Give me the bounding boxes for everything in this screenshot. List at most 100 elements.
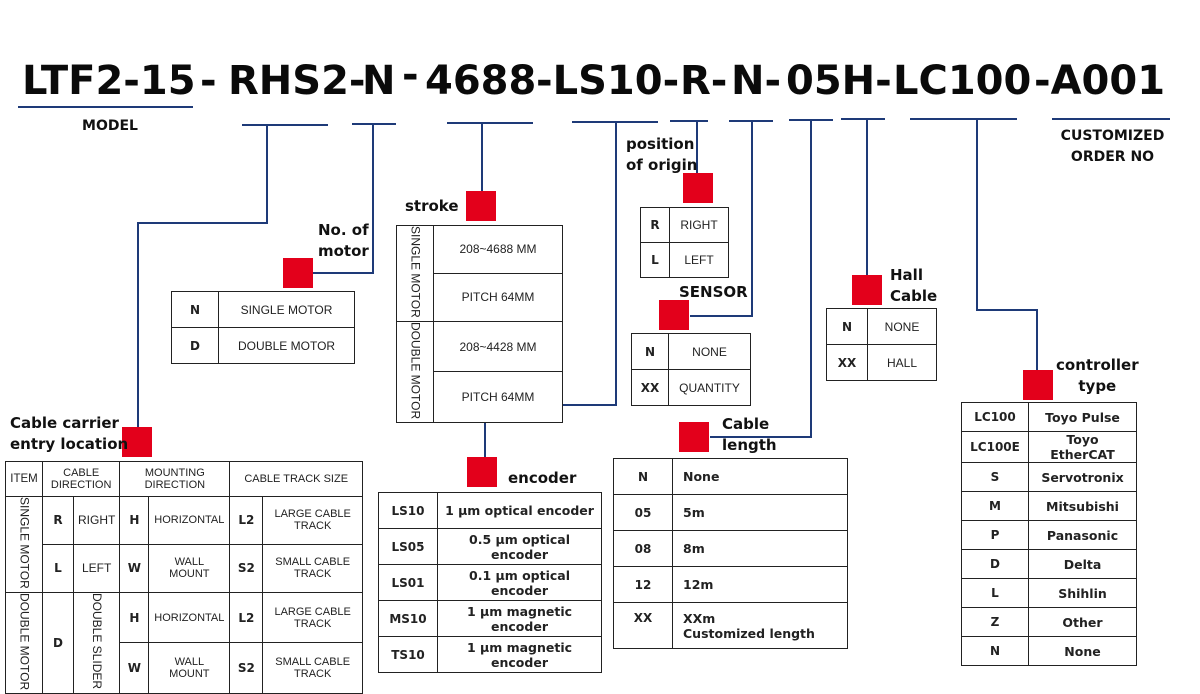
code-model: LTF2-15	[22, 58, 196, 104]
table-row: LS05 0.5 µm optical encoder	[378, 528, 602, 565]
code-stroke: 4688	[425, 58, 537, 104]
controller-desc: None	[1028, 636, 1137, 666]
customized-caption-line2: ORDER NO	[1070, 149, 1155, 165]
table-row: N None	[961, 636, 1137, 666]
table-row: P Panasonic	[961, 520, 1137, 550]
connector-line	[976, 309, 1038, 311]
stroke-group-label: SINGLE MOTOR	[396, 225, 434, 322]
cable-length-code: 12	[613, 566, 673, 603]
origin-code: L	[640, 242, 670, 278]
motor-desc: SINGLE MOTOR	[218, 291, 355, 328]
label-cable-length: Cable length	[722, 414, 777, 456]
mount-code: W	[119, 642, 150, 694]
stroke-range: 208~4688 MM	[433, 225, 563, 274]
origin-desc: LEFT	[669, 242, 729, 278]
motor-code: D	[171, 327, 219, 364]
hall-code: XX	[826, 344, 868, 381]
table-row: PITCH 64MM	[397, 272, 563, 322]
size-desc: SMALL CABLE TRACK	[262, 642, 363, 694]
controller-code: S	[961, 462, 1029, 492]
marker-no-of-motor	[283, 258, 313, 288]
hall-desc: HALL	[867, 344, 937, 381]
mount-code: H	[119, 591, 150, 644]
encoder-code: TS10	[378, 636, 438, 673]
cable-carrier-table: ITEM CABLE DIRECTION MOUNTING DIRECTION …	[5, 461, 363, 694]
stroke-pitch: PITCH 64MM	[433, 272, 563, 322]
connector-line	[841, 118, 885, 120]
origin-code: R	[640, 207, 670, 243]
dir-code: D	[42, 591, 74, 694]
connector-line	[242, 124, 328, 126]
table-row: XX QUANTITY	[631, 369, 751, 406]
connector-line	[266, 124, 268, 222]
table-row: M Mitsubishi	[961, 491, 1137, 521]
cable-length-code: XX	[613, 602, 673, 649]
stroke-group-label: DOUBLE MOTOR	[396, 320, 434, 423]
sensor-code: N	[631, 333, 669, 370]
label-line: Cable	[890, 287, 938, 305]
motor-table: N SINGLE MOTOR D DOUBLE MOTOR	[171, 291, 355, 364]
encoder-table: LS10 1 µm optical encoder LS05 0.5 µm op…	[378, 492, 602, 673]
cable-length-code: N	[613, 458, 673, 495]
controller-desc: Delta	[1028, 549, 1137, 579]
label-line: controller	[1056, 356, 1139, 374]
label-line: Hall	[890, 266, 923, 284]
label-line: entry location	[10, 435, 129, 453]
connector-line	[866, 118, 868, 276]
label-line: motor	[318, 242, 369, 260]
connector-line	[481, 122, 483, 192]
header-mounting-direction: MOUNTING DIRECTION	[119, 461, 231, 497]
header-cable-track-size: CABLE TRACK SIZE	[229, 461, 363, 497]
label-line: of origin	[626, 156, 698, 174]
code-order-no: -A001	[1034, 58, 1166, 104]
table-row: LC100E Toyo EtherCAT	[961, 431, 1137, 463]
stroke-table: SINGLE MOTOR 208~4688 MM PITCH 64MM DOUB…	[396, 225, 563, 423]
mount-desc: HORIZONTAL	[148, 591, 231, 644]
code-controller: LC100	[893, 58, 1032, 104]
encoder-code: LS01	[378, 564, 438, 601]
connector-line	[372, 123, 374, 273]
table-row: L Shihlin	[961, 578, 1137, 608]
dir-desc: LEFT	[72, 543, 121, 593]
customized-caption-line1: CUSTOMIZED	[1060, 128, 1165, 144]
marker-origin	[683, 173, 713, 203]
table-row: SINGLE MOTOR R RIGHT H HORIZONTAL L2 LAR…	[5, 496, 363, 593]
dir-code: R	[42, 496, 74, 545]
label-sensor: SENSOR	[679, 283, 748, 301]
code-dash: -	[200, 58, 217, 104]
mount-desc: WALL MOUNT	[148, 543, 231, 593]
code-origin: R-	[680, 58, 728, 104]
connector-line	[696, 120, 698, 174]
size-code: S2	[229, 543, 264, 593]
controller-code: Z	[961, 607, 1029, 637]
label-encoder: encoder	[508, 469, 577, 487]
table-row: XX XXm Customized length	[613, 602, 848, 649]
table-row: 12 12m	[613, 566, 848, 603]
table-row: R RIGHT	[640, 207, 729, 243]
cable-length-desc: 12m	[672, 566, 848, 603]
dir-code: L	[42, 543, 74, 593]
table-row: LS01 0.1 µm optical encoder	[378, 564, 602, 601]
encoder-desc: 1 µm magnetic encoder	[437, 600, 602, 637]
connector-line	[352, 123, 396, 125]
table-row: N SINGLE MOTOR	[171, 291, 355, 328]
table-row: N NONE	[826, 308, 937, 345]
encoder-desc: 0.1 µm optical encoder	[437, 564, 602, 601]
connector-line	[670, 120, 708, 122]
encoder-code: MS10	[378, 600, 438, 637]
hall-code: N	[826, 308, 868, 345]
controller-code: N	[961, 636, 1029, 666]
dir-double-slider: DOUBLE SLIDER	[72, 591, 121, 694]
connector-line	[484, 404, 486, 458]
connector-line	[615, 121, 617, 405]
connector-line	[690, 315, 753, 317]
connector-line	[710, 436, 812, 438]
cable-length-table: N None 05 5m 08 8m 12 12m XX XXm Customi…	[613, 458, 848, 649]
connector-line	[751, 120, 753, 316]
code-sensor: N-	[731, 58, 782, 104]
sensor-desc: QUANTITY	[668, 369, 751, 406]
controller-desc: Mitsubishi	[1028, 491, 1137, 521]
header-cable-direction: CABLE DIRECTION	[41, 461, 121, 497]
mount-desc: WALL MOUNT	[148, 642, 231, 694]
dir-desc: RIGHT	[72, 496, 121, 545]
